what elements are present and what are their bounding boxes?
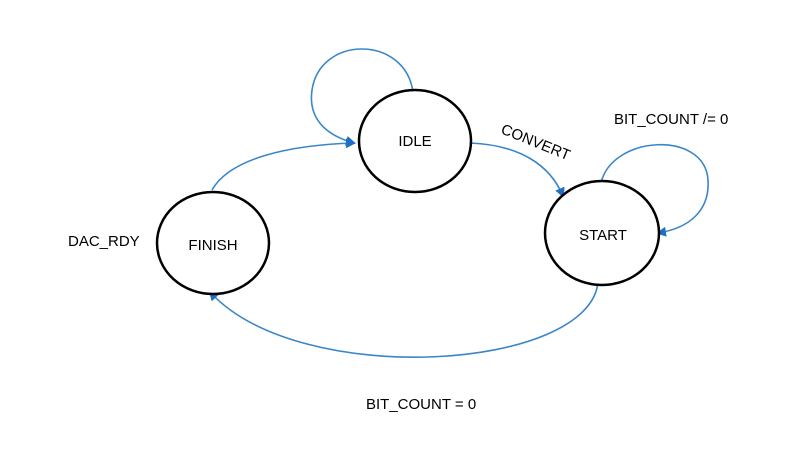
state-idle-label: IDLE [398,133,431,150]
label-convert: CONVERT [499,121,573,164]
transition-finish-to-idle [211,138,356,191]
state-finish-circle [155,190,271,296]
transition-idle-to-start [469,142,565,198]
state-start-circle [543,179,661,287]
state-finish: FINISH [155,190,271,296]
state-finish-label: FINISH [188,237,237,254]
transition-start-self-loop [600,143,709,237]
state-idle-circle [357,88,473,194]
state-start-label: START [579,227,627,244]
label-bit-count-not-zero: BIT_COUNT /= 0 [614,111,728,128]
state-idle: IDLE [357,88,473,194]
state-start: START [543,179,661,287]
label-dac-rdy: DAC_RDY [68,233,140,250]
transition-idle-self-loop [310,48,414,146]
label-bit-count-zero: BIT_COUNT = 0 [366,396,476,413]
transition-start-to-finish [208,281,599,358]
